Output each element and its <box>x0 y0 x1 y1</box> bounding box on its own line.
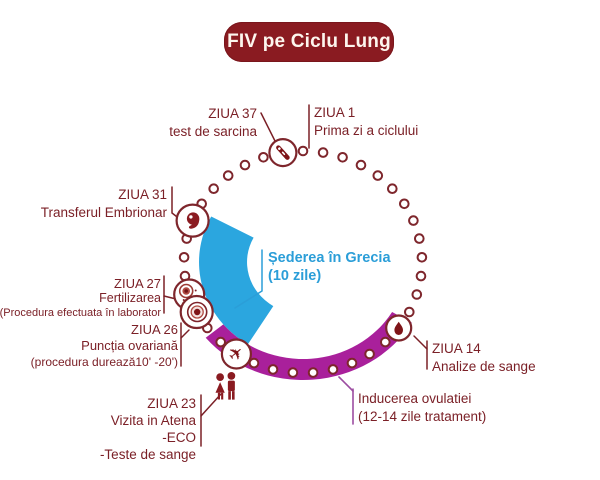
airplane-icon: ✈ <box>220 338 252 370</box>
embryo-icon <box>175 203 210 238</box>
day-dot <box>355 159 367 171</box>
label-day31: ZIUA 31 Transferul Embrionar <box>41 186 167 222</box>
day-number: ZIUA 31 <box>118 187 167 202</box>
day-dot <box>372 170 384 181</box>
induction-line1: Inducerea ovulatiei <box>358 391 472 406</box>
day-dot <box>380 336 391 348</box>
day-dot <box>387 183 398 194</box>
day-desc: Puncția ovariană <box>81 338 178 353</box>
day-number: ZIUA 14 <box>432 341 481 356</box>
day-dot <box>222 170 234 181</box>
day-dot <box>408 215 419 226</box>
label-day1: ZIUA 1 Prima zi a ciclului <box>314 104 418 140</box>
day-desc3: -Teste de sange <box>99 447 196 462</box>
day-number: ZIUA 1 <box>314 105 356 120</box>
day-dot <box>239 159 251 171</box>
pregnancy-test-icon <box>268 138 298 168</box>
label-day14: ZIUA 14 Analize de sange <box>432 340 536 376</box>
day-desc: Fertilizarea <box>99 291 161 305</box>
label-day37: ZIUA 37 test de sarcina <box>169 105 257 141</box>
leader-lines <box>163 104 428 447</box>
day-dot <box>399 198 410 210</box>
stay-line1: Șederea în Grecia <box>268 250 391 266</box>
day-desc: Prima zi a ciclului <box>314 123 419 138</box>
ovarian-puncture-icon <box>179 294 214 330</box>
leader-day14-branch <box>413 335 428 350</box>
day-desc: Analize de sange <box>432 359 536 374</box>
day-dot <box>297 145 309 157</box>
day-dot <box>258 152 269 163</box>
label-induction: Inducerea ovulatiei (12-14 zile tratamen… <box>358 390 486 426</box>
day-number: ZIUA 26 <box>131 322 178 337</box>
day-dot <box>327 364 339 375</box>
label-day27: ZIUA 27 Fertilizarea (Procedura efectuat… <box>0 276 161 321</box>
day-dot <box>215 336 226 348</box>
label-day23: ZIUA 23 Vizita in Atena -ECO -Teste de s… <box>100 395 196 463</box>
day-dot <box>248 357 260 369</box>
day-number: ZIUA 37 <box>208 106 257 121</box>
title-banner: FIV pe Ciclu Lung <box>224 22 394 62</box>
day-desc: Vizita in Atena <box>110 413 196 428</box>
day-dot <box>307 367 319 378</box>
day-desc-detail: (procedura durează10' -20') <box>30 355 178 369</box>
page-title: FIV pe Ciclu Lung <box>227 31 391 52</box>
label-stay-in-greece: Șederea în Grecia (10 zile) <box>268 249 391 285</box>
day-dot <box>287 367 299 378</box>
leader-induction-branch <box>338 376 354 392</box>
day-dot <box>415 270 427 282</box>
leader-stay <box>234 249 263 309</box>
stay-line2: (10 zile) <box>268 268 322 284</box>
day-dot <box>317 147 329 158</box>
day-dot <box>416 251 428 263</box>
day-desc: test de sarcina <box>169 124 257 139</box>
day-dot <box>404 306 415 318</box>
day-dot <box>208 183 219 194</box>
blood-drop-icon <box>385 314 413 342</box>
leader-day26-branch <box>180 329 190 339</box>
leader-day23-branch <box>200 393 222 417</box>
day-desc-detail: (Procedura efectuata în laborator <box>0 307 161 319</box>
day-dots <box>178 145 428 378</box>
day-desc2: -ECO <box>162 430 196 445</box>
day-dot <box>364 348 375 360</box>
day-dot <box>411 289 423 300</box>
label-day26: ZIUA 26 Puncția ovariană (procedura dure… <box>31 322 178 370</box>
stay-in-greece-arc <box>199 216 274 345</box>
couple-icon <box>215 372 236 400</box>
day-dot <box>337 152 348 163</box>
leader-day37 <box>260 112 278 146</box>
day-dot <box>267 364 279 375</box>
day-dot <box>178 251 190 263</box>
day-desc: Transferul Embrionar <box>40 205 167 220</box>
day-dot <box>414 233 425 244</box>
induction-line2: (12-14 zile tratament) <box>358 409 487 424</box>
day-number: ZIUA 23 <box>147 396 196 411</box>
day-number: ZIUA 27 <box>114 276 161 291</box>
day-dot <box>346 357 358 369</box>
